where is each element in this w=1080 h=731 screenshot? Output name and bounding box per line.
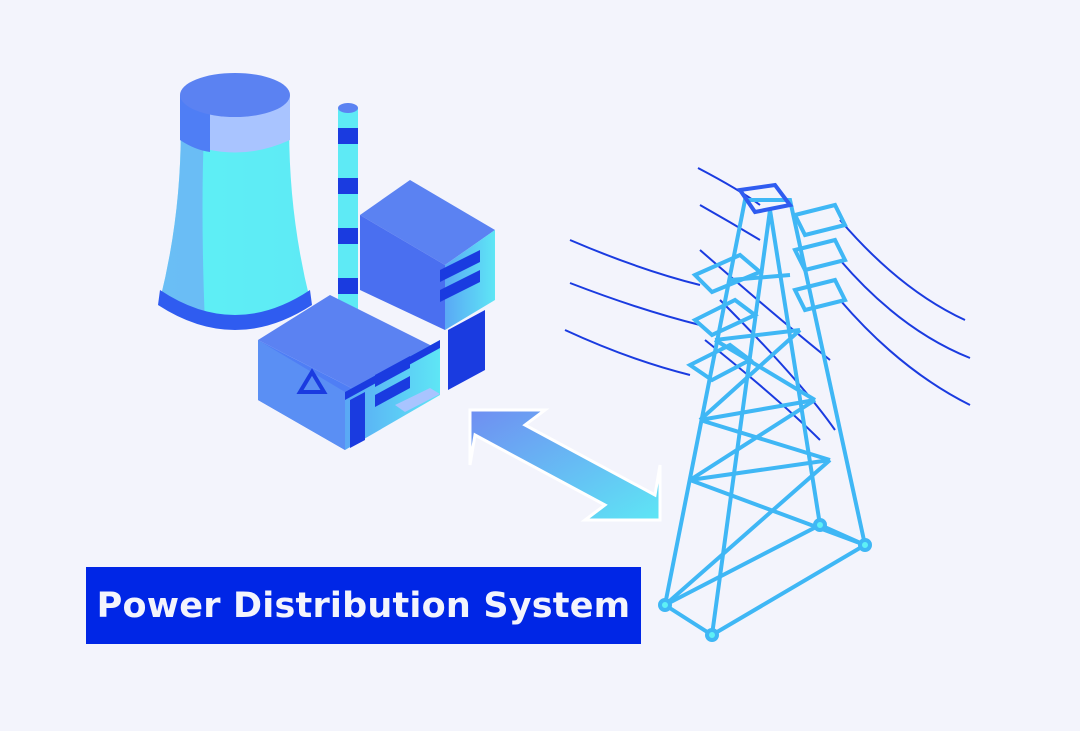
recycle-icon — [296, 368, 328, 394]
factory-building — [258, 180, 495, 450]
transmission-tower — [658, 182, 872, 642]
title-text: Power Distribution System — [96, 585, 631, 626]
title-banner: Power Distribution System — [86, 567, 641, 644]
double-arrow — [468, 408, 662, 522]
power-lines — [564, 167, 971, 441]
chimney — [338, 103, 358, 320]
cooling-tower — [158, 73, 312, 330]
